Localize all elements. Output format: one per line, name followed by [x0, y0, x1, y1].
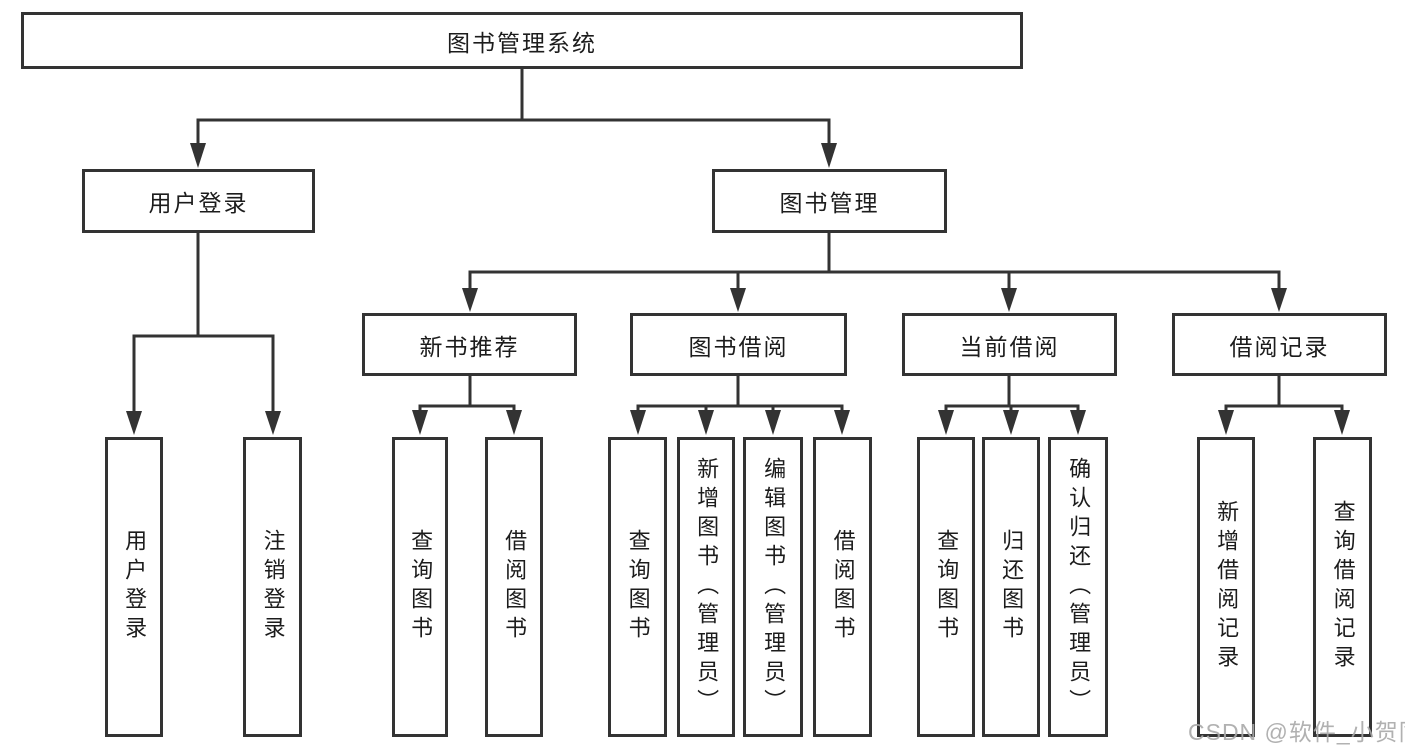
node-library-management-system: 图书管理系统	[21, 12, 1023, 69]
connector-record-to-leaves	[1218, 374, 1350, 435]
leaf-label: 查询图书	[934, 529, 960, 645]
leaf-label: 新增图书（管理员）	[694, 456, 720, 718]
leaf-query-books-2: 查询图书	[608, 437, 667, 737]
node-borrowing-records: 借阅记录	[1172, 313, 1387, 376]
connector-root-to-level2	[190, 67, 837, 168]
leaf-label: 注销登录	[260, 529, 286, 645]
leaf-label: 用户登录	[122, 529, 148, 645]
connector-mgmt-to-level3	[462, 231, 1287, 312]
leaf-query-books-3: 查询图书	[917, 437, 975, 737]
leaf-borrow-books-1: 借阅图书	[485, 437, 543, 737]
node-label: 当前借阅	[959, 333, 1060, 360]
leaf-borrow-books-2: 借阅图书	[813, 437, 872, 737]
node-label: 图书管理系统	[447, 29, 597, 56]
node-user-login: 用户登录	[82, 169, 315, 233]
node-label: 新书推荐	[419, 333, 520, 360]
leaf-query-borrow-record: 查询借阅记录	[1313, 437, 1372, 737]
leaf-edit-books-admin: 编辑图书（管理员）	[743, 437, 803, 737]
leaf-confirm-return-admin: 确认归还（管理员）	[1048, 437, 1108, 737]
leaf-add-borrow-record: 新增借阅记录	[1197, 437, 1255, 737]
node-label: 用户登录	[148, 190, 249, 216]
leaf-label: 查询图书	[625, 529, 651, 645]
leaf-label: 查询图书	[408, 529, 434, 645]
leaf-user-login: 用户登录	[105, 437, 163, 737]
leaf-label: 借阅图书	[502, 529, 528, 645]
connector-login-to-leaves	[126, 231, 281, 435]
leaf-label: 新增借阅记录	[1214, 500, 1240, 674]
leaf-return-books: 归还图书	[982, 437, 1040, 737]
node-label: 借阅记录	[1229, 333, 1330, 360]
leaf-logout: 注销登录	[243, 437, 302, 737]
leaf-label: 查询借阅记录	[1330, 500, 1356, 674]
node-current-borrowing: 当前借阅	[902, 313, 1117, 376]
node-book-borrowing: 图书借阅	[630, 313, 847, 376]
connector-borrow-to-leaves	[630, 374, 850, 435]
leaf-label: 借阅图书	[830, 529, 856, 645]
node-label: 图书借阅	[688, 333, 789, 360]
connector-current-to-leaves	[938, 374, 1086, 435]
leaf-label: 编辑图书（管理员）	[761, 456, 787, 718]
csdn-watermark: CSDN @软件_小贺同学	[1188, 719, 1405, 745]
connector-newbook-to-leaves	[412, 374, 522, 435]
leaf-add-books-admin: 新增图书（管理员）	[677, 437, 735, 737]
node-new-book-recommend: 新书推荐	[362, 313, 577, 376]
node-label: 图书管理	[779, 190, 880, 216]
leaf-label: 归还图书	[999, 529, 1025, 645]
node-book-management: 图书管理	[712, 169, 947, 233]
leaf-label: 确认归还（管理员）	[1066, 456, 1092, 718]
leaf-query-books-1: 查询图书	[392, 437, 448, 737]
